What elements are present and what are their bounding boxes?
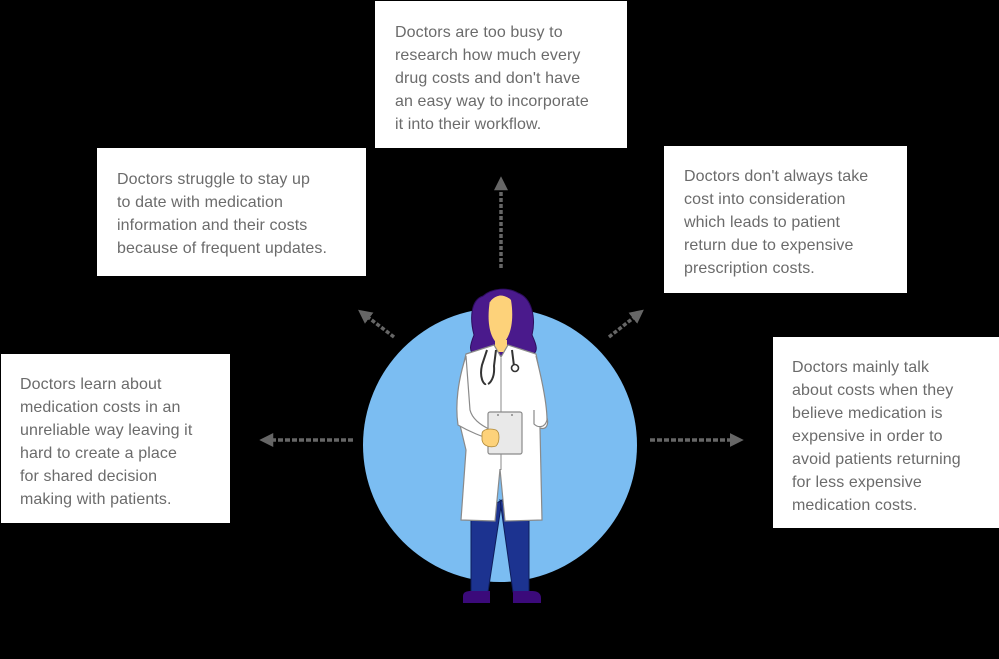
insight-card-upper-left: Doctors struggle to stay up to date with… — [97, 148, 366, 276]
arrow-up-left-icon — [358, 309, 396, 339]
insight-card-lower-right: Doctors mainly talk about costs when the… — [773, 337, 999, 528]
insight-card-upper-right: Doctors don't always take cost into cons… — [664, 146, 907, 293]
doctor-figure-icon — [456, 288, 549, 603]
insight-text: Doctors mainly talk about costs when the… — [792, 359, 961, 514]
insight-card-lower-left: Doctors learn about medication costs in … — [1, 354, 230, 523]
insight-text: Doctors don't always take cost into cons… — [684, 168, 869, 277]
insight-card-top: Doctors are too busy to research how muc… — [375, 1, 627, 148]
insight-text: Doctors are too busy to research how muc… — [395, 24, 589, 133]
insight-text: Doctors struggle to stay up to date with… — [117, 171, 328, 257]
arrow-up-right-icon — [607, 309, 644, 339]
insight-text: Doctors learn about medication costs in … — [20, 376, 193, 508]
